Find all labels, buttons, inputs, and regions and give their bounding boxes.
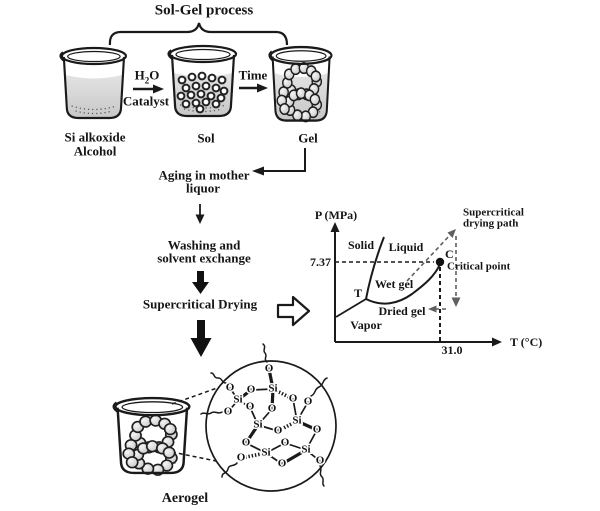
si-atom: Si (292, 415, 301, 427)
time-arrow (239, 83, 268, 93)
boiling-curve (365, 263, 441, 305)
aging-to-washing-arrow (195, 204, 205, 224)
beaker-sol (167, 44, 238, 118)
washing-step-line1: Washing and (167, 237, 241, 253)
critical-point-label: Critical point (447, 260, 511, 273)
o-atom: O (274, 425, 283, 437)
to-phase-diagram-arrow (276, 295, 311, 327)
drying-path-label-line1: Supercritical (463, 206, 524, 219)
beaker1-label-line1: Si alkoxide (64, 129, 126, 145)
solid-region-label: Solid (347, 238, 375, 252)
liquid-region-label: Liquid (388, 240, 424, 254)
catalyst-label: Catalyst (122, 93, 170, 109)
o-atom: O (316, 455, 325, 467)
sol-particles (176, 71, 229, 114)
washing-to-drying-arrow (192, 271, 209, 294)
o-atom: O (281, 437, 290, 449)
si-atom: Si (301, 444, 310, 456)
melting-line (365, 236, 385, 300)
vapor-region-label: Vapor (350, 318, 382, 332)
o-atom: O (226, 382, 235, 394)
page-title: Sol-Gel process (154, 2, 254, 19)
o-atom: O (268, 403, 277, 415)
magnifier-line-bottom (171, 451, 217, 462)
o-atom: O (242, 437, 251, 449)
aging-step-line1: Aging in mother (158, 167, 250, 183)
gel-to-aging-arrow (252, 148, 306, 176)
sol-gel-brace (108, 22, 289, 46)
beaker1-label-line2: Alcohol (73, 143, 117, 159)
drying-path-label-line2: drying path (463, 217, 519, 230)
beaker-si-alkoxide (59, 46, 128, 120)
h2o-catalyst-arrow (133, 84, 164, 94)
critical-letter: C (445, 247, 454, 261)
aerogel-label: Aerogel (161, 491, 209, 506)
drying-step-label: Supercritical Drying (142, 296, 258, 312)
gel-label: Gel (298, 130, 318, 146)
si-atom: Si (253, 419, 262, 431)
sol-label: Sol (197, 130, 215, 146)
si-atom: Si (268, 383, 277, 395)
beaker-gel (267, 45, 333, 123)
o-atom: O (224, 406, 233, 418)
dried-gel-label: Dried gel (378, 304, 426, 318)
si-atom: Si (261, 447, 270, 459)
o-atom: O (237, 452, 246, 464)
sublimation-line (335, 298, 367, 318)
h2o-label: H2O (134, 67, 160, 86)
beaker-aerogel (112, 396, 191, 476)
phase-diagram (330, 222, 502, 347)
o-atom: O (278, 458, 287, 470)
o-atom: O (304, 396, 313, 408)
o-atom: O (313, 424, 322, 436)
wet-gel-label: Wet gel (374, 277, 414, 291)
o-atom: O (289, 393, 298, 405)
drying-to-aerogel-arrow (190, 320, 212, 357)
drying-path-diagonal (406, 233, 452, 282)
temperature-axis-label: T (°C) (510, 335, 543, 349)
o-atom: O (246, 401, 255, 413)
o-atom: O (265, 363, 274, 375)
washing-step-line2: solvent exchange (157, 250, 251, 266)
time-label: Time (238, 67, 268, 83)
critical-point-dot (435, 257, 445, 267)
o-atom: O (247, 384, 256, 396)
temperature-value: 31.0 (441, 343, 463, 357)
pressure-axis-label: P (MPa) (314, 208, 358, 222)
si-atom: Si (233, 394, 242, 406)
aging-step-line2: liquor (186, 180, 220, 196)
pressure-value: 7.37 (310, 255, 331, 269)
triple-point-label: T (353, 286, 363, 300)
